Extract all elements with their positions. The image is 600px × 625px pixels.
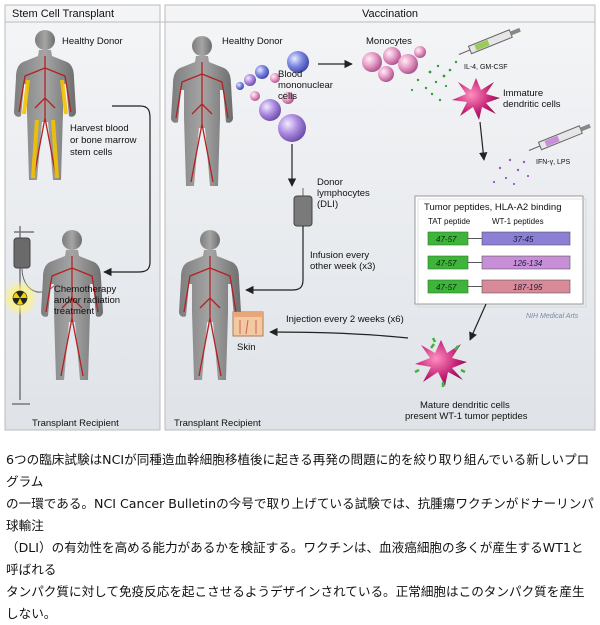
credit-label: NIH Medical Arts (526, 313, 579, 320)
ifn-label: IFN-γ, LPS (536, 159, 571, 166)
peptide-row: 47-57 126-134 (427, 255, 571, 270)
peptide-title: Tumor peptides, HLA-A2 binding (424, 202, 561, 213)
bone-marrow-highlight (22, 79, 68, 179)
wt1-peptide-label: 126-134 (513, 259, 543, 268)
healthy-donor-label-right: Healthy Donor (222, 36, 283, 47)
infusion-arrow (245, 226, 304, 295)
tat-peptide-label: 47-57 (436, 259, 457, 268)
skin-label: Skin (237, 342, 255, 353)
injection-arrow (269, 327, 409, 339)
wt1-peptide-label: 37-45 (513, 235, 534, 244)
peptide-row: 47-57 37-45 (427, 231, 571, 246)
caption: 6つの臨床試験はNCIが同種造血幹細胞移植後に起きる再発の問題に的を絞り取り組ん… (6, 452, 594, 621)
blood-mononuclear-cells (236, 51, 309, 142)
peptide-row: 47-57 187-195 (427, 279, 571, 294)
wt1-peptide-bar (481, 231, 571, 246)
recipient-label-left: Transplant Recipient (32, 418, 119, 429)
mature-dendritic-cell (414, 337, 467, 387)
cytokine-dots-1 (410, 60, 458, 102)
mature-dc-label: Mature dendritic cells present WT-1 tumo… (405, 400, 528, 422)
radiation-icon (2, 280, 38, 316)
wt1-peptide-bar (481, 279, 571, 294)
donor-lymphocytes-label: Donor lymphocytes (DLI) (317, 177, 372, 210)
wt1-peptide-label: 187-195 (513, 283, 543, 292)
wt1-header: WT-1 peptides (492, 217, 544, 226)
tat-peptide-label: 47-57 (436, 235, 457, 244)
harvest-label: Harvest blood or bone marrow stem cells (70, 123, 139, 158)
right-panel-title: Vaccination (362, 8, 418, 20)
infusion-label: Infusion every other week (x3) (310, 250, 375, 272)
il4-label: IL-4, GM-CSF (464, 64, 508, 71)
injection-label: Injection every 2 weeks (x6) (286, 314, 404, 325)
harvest-arrow (103, 105, 151, 277)
syringe-icon-1 (458, 27, 521, 55)
wt1-peptide-bar (481, 255, 571, 270)
monocytes-label: Monocytes (366, 36, 412, 47)
blood-cells-label: Blood mononuclear cells (278, 69, 336, 102)
cytokine-dots-2 (492, 158, 530, 186)
immature-dc-label: Immature dendritic cells (503, 88, 561, 110)
syringe-icon-2 (528, 123, 591, 151)
peptide-to-mature-arrow (469, 303, 487, 341)
skin-block (232, 311, 264, 337)
monocytes (362, 46, 426, 82)
left-panel-title: Stem Cell Transplant (12, 8, 114, 20)
vaccination-diagram: Stem Cell Transplant Vaccination Healthy… (2, 4, 596, 431)
immature-dc-arrow (479, 121, 488, 161)
tat-peptide-label: 47-57 (436, 283, 457, 292)
healthy-donor-label-left: Healthy Donor (62, 36, 123, 47)
chemo-label: Chemotherapy and/or radiation treatment (54, 284, 123, 317)
immature-dendritic-cell (452, 78, 500, 120)
recipient-label-right: Transplant Recipient (174, 418, 261, 429)
tat-header: TAT peptide (428, 217, 471, 226)
